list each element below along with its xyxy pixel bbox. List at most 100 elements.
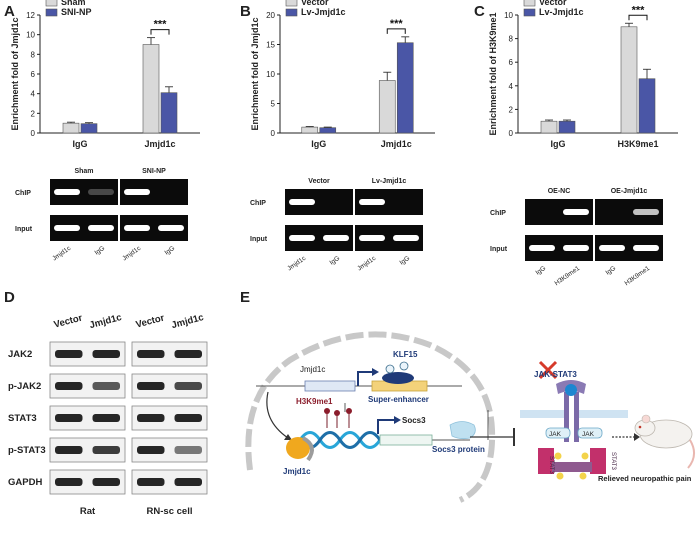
wb-band	[174, 382, 202, 390]
wb-row-label: p-STAT3	[8, 445, 46, 456]
gel-lane-label: Jmjd1c	[121, 244, 142, 262]
gel-band	[124, 225, 150, 231]
gel-group-label: Vector	[308, 178, 330, 185]
legend-label: Sham	[61, 0, 86, 7]
significance-bracket	[628, 14, 648, 21]
y-tick-label: 10	[26, 31, 35, 40]
x-category-label: Jmjd1c	[381, 139, 412, 149]
klf15-protein	[382, 361, 414, 384]
wb-band	[92, 414, 120, 422]
y-axis-label: Enrichment fold of H3K9me1	[488, 12, 498, 135]
gel-band	[633, 245, 659, 251]
bar	[80, 123, 98, 134]
bar	[301, 126, 319, 134]
wb-band	[55, 350, 83, 358]
wb-row-label: STAT3	[8, 413, 37, 424]
gel-group-label: Lv-Jmjd1c	[372, 178, 407, 185]
x-category-label: Jmjd1c	[144, 139, 175, 149]
gel-row-label: Input	[15, 226, 33, 233]
bar	[558, 120, 576, 134]
socs3-protein-label: Socs3 protein	[432, 445, 485, 454]
jak-label-left: JAK	[549, 431, 562, 438]
gel-row-label: ChIP	[15, 190, 31, 197]
cell-membrane	[520, 410, 628, 418]
legend-label: Vector	[539, 0, 567, 7]
arrowhead	[394, 416, 401, 424]
y-tick-label: 2	[31, 109, 36, 118]
wb-column-header: Vector	[135, 312, 166, 330]
gel-band	[563, 245, 589, 251]
y-tick-label: 6	[509, 58, 514, 67]
legend-swatch	[523, 0, 536, 7]
histone-marks	[324, 408, 352, 428]
jak-stat-receptor	[538, 380, 606, 480]
gel-band	[54, 225, 80, 231]
y-tick-label: 6	[31, 70, 36, 79]
wb-band	[137, 414, 165, 422]
bar	[319, 127, 337, 134]
legend-label: Lv-Jmjd1c	[301, 7, 346, 17]
wb-band	[137, 478, 165, 486]
arrowhead	[634, 433, 640, 441]
y-tick-label: 0	[509, 129, 514, 138]
gel-band	[393, 235, 419, 241]
wb-band	[174, 478, 202, 486]
y-tick-label: 2	[509, 105, 514, 114]
jmjd1c-protein	[286, 436, 314, 462]
dna-helix	[298, 431, 382, 449]
x-category-label: IgG	[551, 139, 566, 149]
panel-label-b: B	[240, 3, 251, 20]
gel-lane-label: Jmjd1c	[356, 254, 377, 272]
panel-label-e: E	[240, 289, 250, 306]
arrowhead	[372, 368, 379, 376]
legend-swatch	[45, 0, 58, 7]
bar	[378, 80, 396, 134]
gel-lane-label: IgG	[535, 265, 548, 277]
legend-swatch	[285, 0, 298, 7]
y-tick-label: 5	[271, 100, 276, 109]
gel-band	[359, 235, 385, 241]
gel-band	[529, 245, 555, 251]
wb-band	[137, 350, 165, 358]
gel-lane-label: IgG	[605, 265, 618, 277]
bar	[160, 92, 178, 134]
gel-group-label: SNI-NP	[142, 168, 166, 175]
y-tick-label: 8	[509, 35, 514, 44]
legend-swatch	[523, 8, 536, 17]
y-tick-label: 15	[266, 41, 275, 50]
stat3-label-right: STAT3	[610, 452, 616, 470]
gel-row-label: Input	[250, 236, 268, 243]
socs3-protein	[449, 421, 476, 440]
legend-label: Vector	[301, 0, 329, 7]
y-tick-label: 4	[509, 82, 514, 91]
socs3-promoter-arrow	[377, 419, 394, 434]
wb-band	[55, 414, 83, 422]
gel-lane-label: Jmjd1c	[286, 254, 307, 272]
significance-label: ***	[154, 19, 168, 31]
gel-group-label: OE-Jmjd1c	[611, 188, 648, 195]
stat3-label-left: STAT3	[548, 456, 554, 474]
legend-label: SNI-NP	[61, 7, 92, 17]
y-tick-label: 4	[31, 90, 36, 99]
y-tick-label: 10	[504, 11, 513, 20]
gel-lane-label: IgG	[94, 245, 107, 257]
bar	[620, 26, 638, 134]
y-axis-label: Enrichment fold of Jmjd1c	[10, 17, 20, 130]
panel-label-c: C	[474, 3, 485, 20]
gel-lane-label: IgG	[164, 245, 177, 257]
significance-label: ***	[390, 18, 404, 30]
wb-band	[92, 382, 120, 390]
legend-label: Lv-Jmjd1c	[539, 7, 584, 17]
wb-band	[92, 478, 120, 486]
wb-band	[92, 350, 120, 358]
wb-band	[55, 446, 83, 454]
wb-band	[92, 446, 120, 454]
bar	[62, 122, 80, 134]
gel-lane-label: IgG	[399, 255, 412, 267]
